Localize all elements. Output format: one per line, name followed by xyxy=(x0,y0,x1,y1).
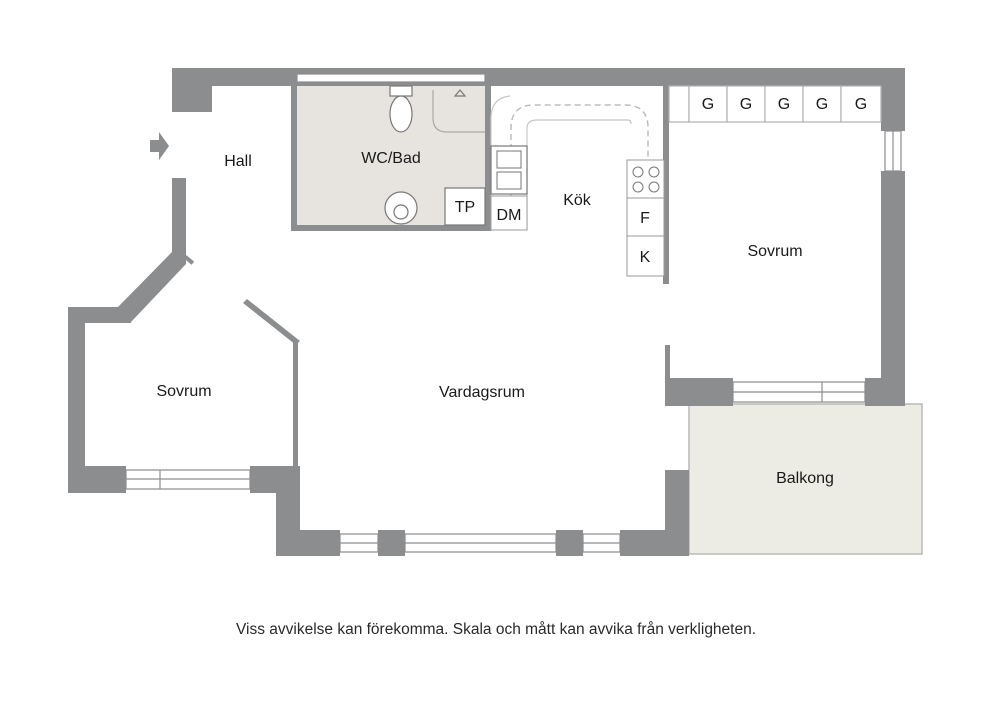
room-label-sovrum-left: Sovrum xyxy=(156,383,211,400)
room-label-kok: Kök xyxy=(563,192,592,209)
room-label-wc-bad: WC/Bad xyxy=(361,150,421,167)
entrance-arrow-icon xyxy=(150,132,169,160)
label-fridge: F xyxy=(640,210,650,227)
wardrobe-label: G xyxy=(816,96,828,113)
room-label-sovrum-right: Sovrum xyxy=(747,243,802,260)
kitchen-counter xyxy=(490,95,665,277)
windows xyxy=(125,73,902,553)
label-dm: DM xyxy=(497,207,522,224)
wardrobe-label: G xyxy=(855,96,867,113)
label-tp: TP xyxy=(455,199,475,216)
wardrobe-label: G xyxy=(778,96,790,113)
balcony-floor xyxy=(689,404,922,554)
wardrobe-label: G xyxy=(702,96,714,113)
door-stop xyxy=(183,255,195,265)
wardrobe-label: G xyxy=(740,96,752,113)
room-label-balkong: Balkong xyxy=(776,470,834,487)
wardrobes xyxy=(668,85,882,123)
bathroom-fixtures xyxy=(384,85,486,226)
disclaimer-text: Viss avvikelse kan förekomma. Skala och … xyxy=(235,621,757,638)
room-label-hall: Hall xyxy=(224,153,252,170)
room-label-vardagsrum: Vardagsrum xyxy=(439,384,525,401)
label-freezer: K xyxy=(640,249,651,266)
